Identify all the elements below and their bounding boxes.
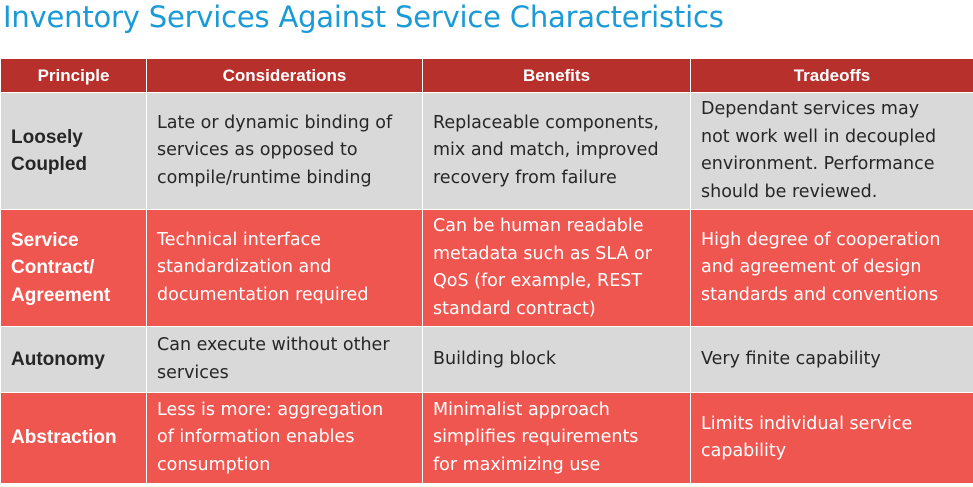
considerations-line: Can execute without other xyxy=(157,335,390,355)
considerations-cell: Can execute without other services xyxy=(146,326,423,393)
considerations-line: documentation required xyxy=(157,284,369,305)
considerations-line: services xyxy=(157,362,229,383)
benefits-line: simplifies requirements xyxy=(433,427,639,448)
considerations-line: services as opposed to xyxy=(157,140,358,161)
service-characteristics-table: Principle Considerations Benefits Tradeo… xyxy=(0,58,973,484)
benefits-line: Building block xyxy=(433,348,556,369)
benefits-line: QoS (for example, REST xyxy=(433,271,643,291)
considerations-line: Late or dynamic binding of xyxy=(157,112,393,133)
table-row-abstraction: Abstraction Less is more: aggregation of… xyxy=(0,392,973,484)
benefits-line: standard contract) xyxy=(433,298,596,319)
header-considerations: Considerations xyxy=(146,58,423,93)
considerations-line: consumption xyxy=(157,454,271,475)
table-row-service-contract: Service Contract/ Agreement Technical in… xyxy=(0,209,973,327)
principle-cell: Service Contract/ Agreement xyxy=(0,209,147,327)
principle-cell: Abstraction xyxy=(0,392,147,484)
benefits-line: Minimalist approach xyxy=(433,399,610,420)
tradeoffs-cell: Limits individual service capability xyxy=(690,392,973,484)
principle-cell: Autonomy xyxy=(0,326,147,393)
tradeoffs-line: and agreement of design xyxy=(701,257,922,278)
tradeoffs-line: High degree of cooperation xyxy=(701,229,941,250)
benefits-line: recovery from failure xyxy=(433,167,617,188)
tradeoffs-line: Dependant services may xyxy=(701,99,920,119)
benefits-cell: Replaceable components, mix and match, i… xyxy=(422,92,691,210)
considerations-line: of information enables xyxy=(157,427,355,448)
tradeoffs-cell: High degree of cooperation and agreement… xyxy=(690,209,973,327)
tradeoffs-line: environment. Performance xyxy=(701,154,935,174)
tradeoffs-line: capability xyxy=(701,441,787,461)
slide-title: Inventory Services Against Service Chara… xyxy=(3,0,724,34)
considerations-line: Less is more: aggregation xyxy=(157,399,384,420)
benefits-line: metadata such as SLA or xyxy=(433,243,652,264)
benefits-cell: Can be human readable metadata such as S… xyxy=(422,209,691,327)
principle-line: Coupled xyxy=(11,154,87,175)
header-principle: Principle xyxy=(0,58,147,93)
benefits-cell: Minimalist approach simplifies requireme… xyxy=(422,392,691,484)
considerations-line: compile/runtime binding xyxy=(157,167,372,188)
benefits-line: Replaceable components, xyxy=(433,112,659,133)
principle-line: Autonomy xyxy=(11,348,105,370)
tradeoffs-line: Very finite capability xyxy=(701,348,881,369)
principle-line: Service xyxy=(11,229,79,251)
principle-line: Agreement xyxy=(11,284,111,306)
considerations-cell: Technical interface standardization and … xyxy=(146,209,423,327)
benefits-line: for maximizing use xyxy=(433,454,601,475)
tradeoffs-cell: Very finite capability xyxy=(690,326,973,393)
principle-line: Loosely xyxy=(11,126,83,148)
considerations-line: standardization and xyxy=(157,257,332,278)
table-header-row: Principle Considerations Benefits Tradeo… xyxy=(0,58,973,93)
considerations-cell: Less is more: aggregation of information… xyxy=(146,392,423,484)
principle-line: Contract/ xyxy=(11,257,95,279)
benefits-line: mix and match, improved xyxy=(433,140,659,161)
benefits-line: Can be human readable xyxy=(433,216,644,236)
principle-line: Abstraction xyxy=(11,427,117,449)
benefits-cell: Building block xyxy=(422,326,691,393)
header-tradeoffs: Tradeoffs xyxy=(690,58,973,93)
table-row-loosely-coupled: Loosely Coupled Late or dynamic binding … xyxy=(0,92,973,210)
table-row-autonomy: Autonomy Can execute without other servi… xyxy=(0,326,973,393)
header-benefits: Benefits xyxy=(422,58,691,93)
tradeoffs-cell: Dependant services may not work well in … xyxy=(690,92,973,210)
considerations-cell: Late or dynamic binding of services as o… xyxy=(146,92,423,210)
considerations-line: Technical interface xyxy=(157,229,321,250)
principle-cell: Loosely Coupled xyxy=(0,92,147,210)
tradeoffs-line: standards and conventions xyxy=(701,284,939,305)
tradeoffs-line: should be reviewed. xyxy=(701,181,878,202)
tradeoffs-line: Limits individual service xyxy=(701,413,913,434)
tradeoffs-line: not work well in decoupled xyxy=(701,126,937,147)
